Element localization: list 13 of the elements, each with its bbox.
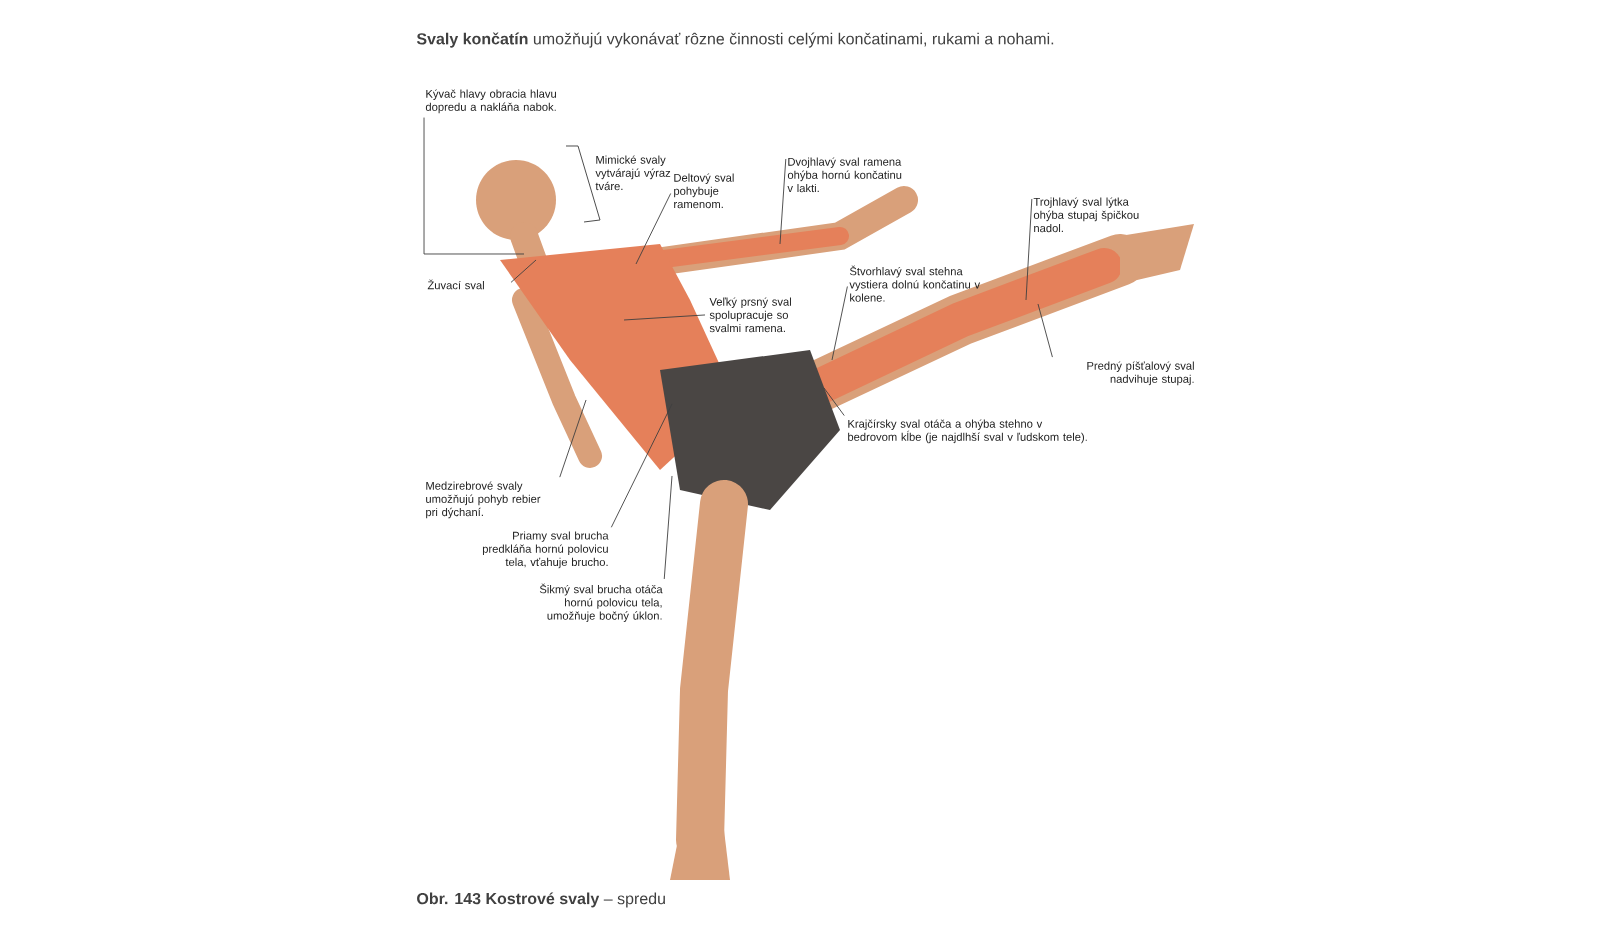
leader-line xyxy=(510,259,537,283)
leader-line xyxy=(831,286,848,361)
leader-line xyxy=(635,193,672,265)
leader-line xyxy=(663,475,673,580)
intro-sentence: Svaly končatín umožňujú vykonávať rôzne činnosti celými končatinami, rukami a nohami. xyxy=(416,32,1054,48)
leader-line xyxy=(823,387,845,416)
leader-line xyxy=(559,399,587,478)
leader-line xyxy=(1037,303,1053,358)
leader-line xyxy=(779,158,787,245)
leader-line xyxy=(423,117,525,255)
figure-caption: Obr. 143 Kostrové svaly – spredu xyxy=(417,892,665,908)
leader-line xyxy=(1025,198,1033,301)
leader-line xyxy=(610,403,673,528)
